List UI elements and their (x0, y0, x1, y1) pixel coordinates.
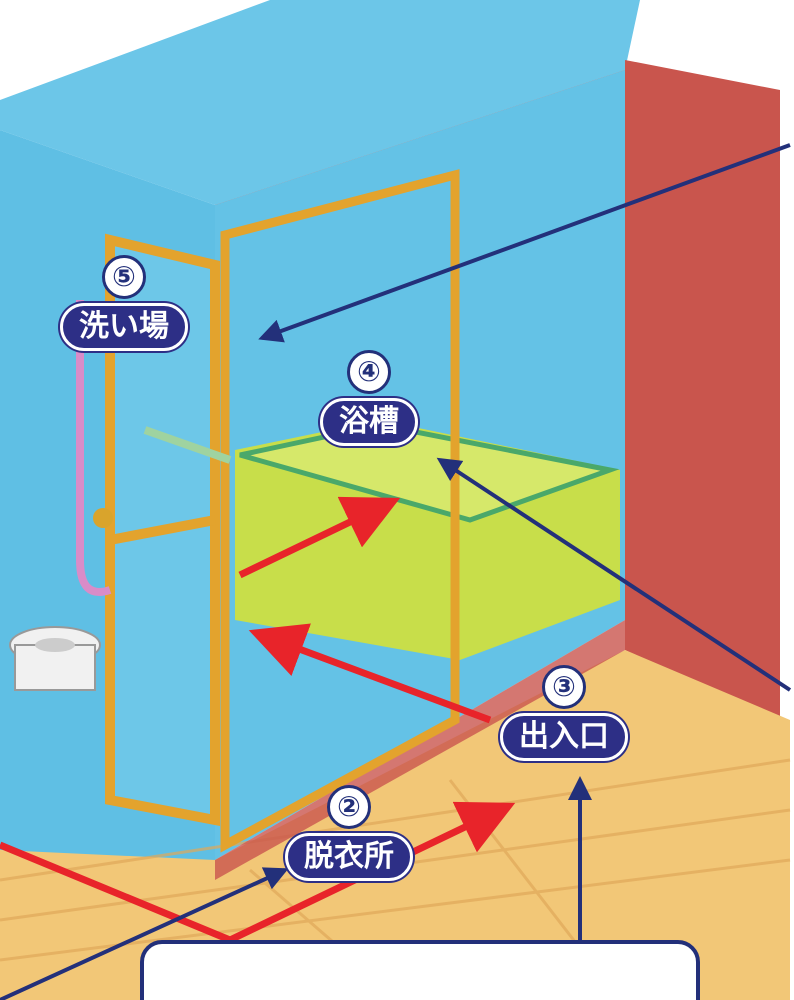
faucet (143, 426, 232, 464)
bottom-callout-box (140, 940, 700, 1000)
flow-arrow-into-bath (248, 623, 492, 724)
label-text-entrance: 出入口 (500, 713, 628, 761)
label-text-dressing-room: 脱衣所 (285, 833, 413, 881)
door-crossbar (109, 515, 216, 545)
shower-pipe (76, 300, 112, 596)
right-wall (625, 60, 780, 720)
number-badge-bathtub: ④ (347, 350, 391, 394)
flow-arrow-to-bathtub (238, 496, 401, 579)
label-washing-area: ⑤ 洗い場 (60, 255, 188, 351)
ceiling (0, 0, 640, 205)
label-dressing-room: ② 脱衣所 (285, 785, 413, 881)
leader-arrow-washing-area (258, 143, 791, 343)
door-knob (93, 508, 113, 528)
glass-door-frame (220, 169, 460, 853)
number-badge-entrance: ③ (542, 665, 586, 709)
label-entrance: ③ 出入口 (500, 665, 628, 761)
number-badge-dressing-room: ② (327, 785, 371, 829)
label-text-washing-area: 洗い場 (60, 303, 188, 351)
label-bathtub: ④ 浴槽 (320, 350, 418, 446)
number-badge-washing-area: ⑤ (102, 255, 146, 299)
label-text-bathtub: 浴槽 (320, 398, 418, 446)
bath-stool (9, 626, 101, 691)
wall-base (215, 620, 625, 880)
leader-arrow-dressing-room (0, 867, 289, 1000)
leader-arrow-bathtub (436, 457, 792, 692)
